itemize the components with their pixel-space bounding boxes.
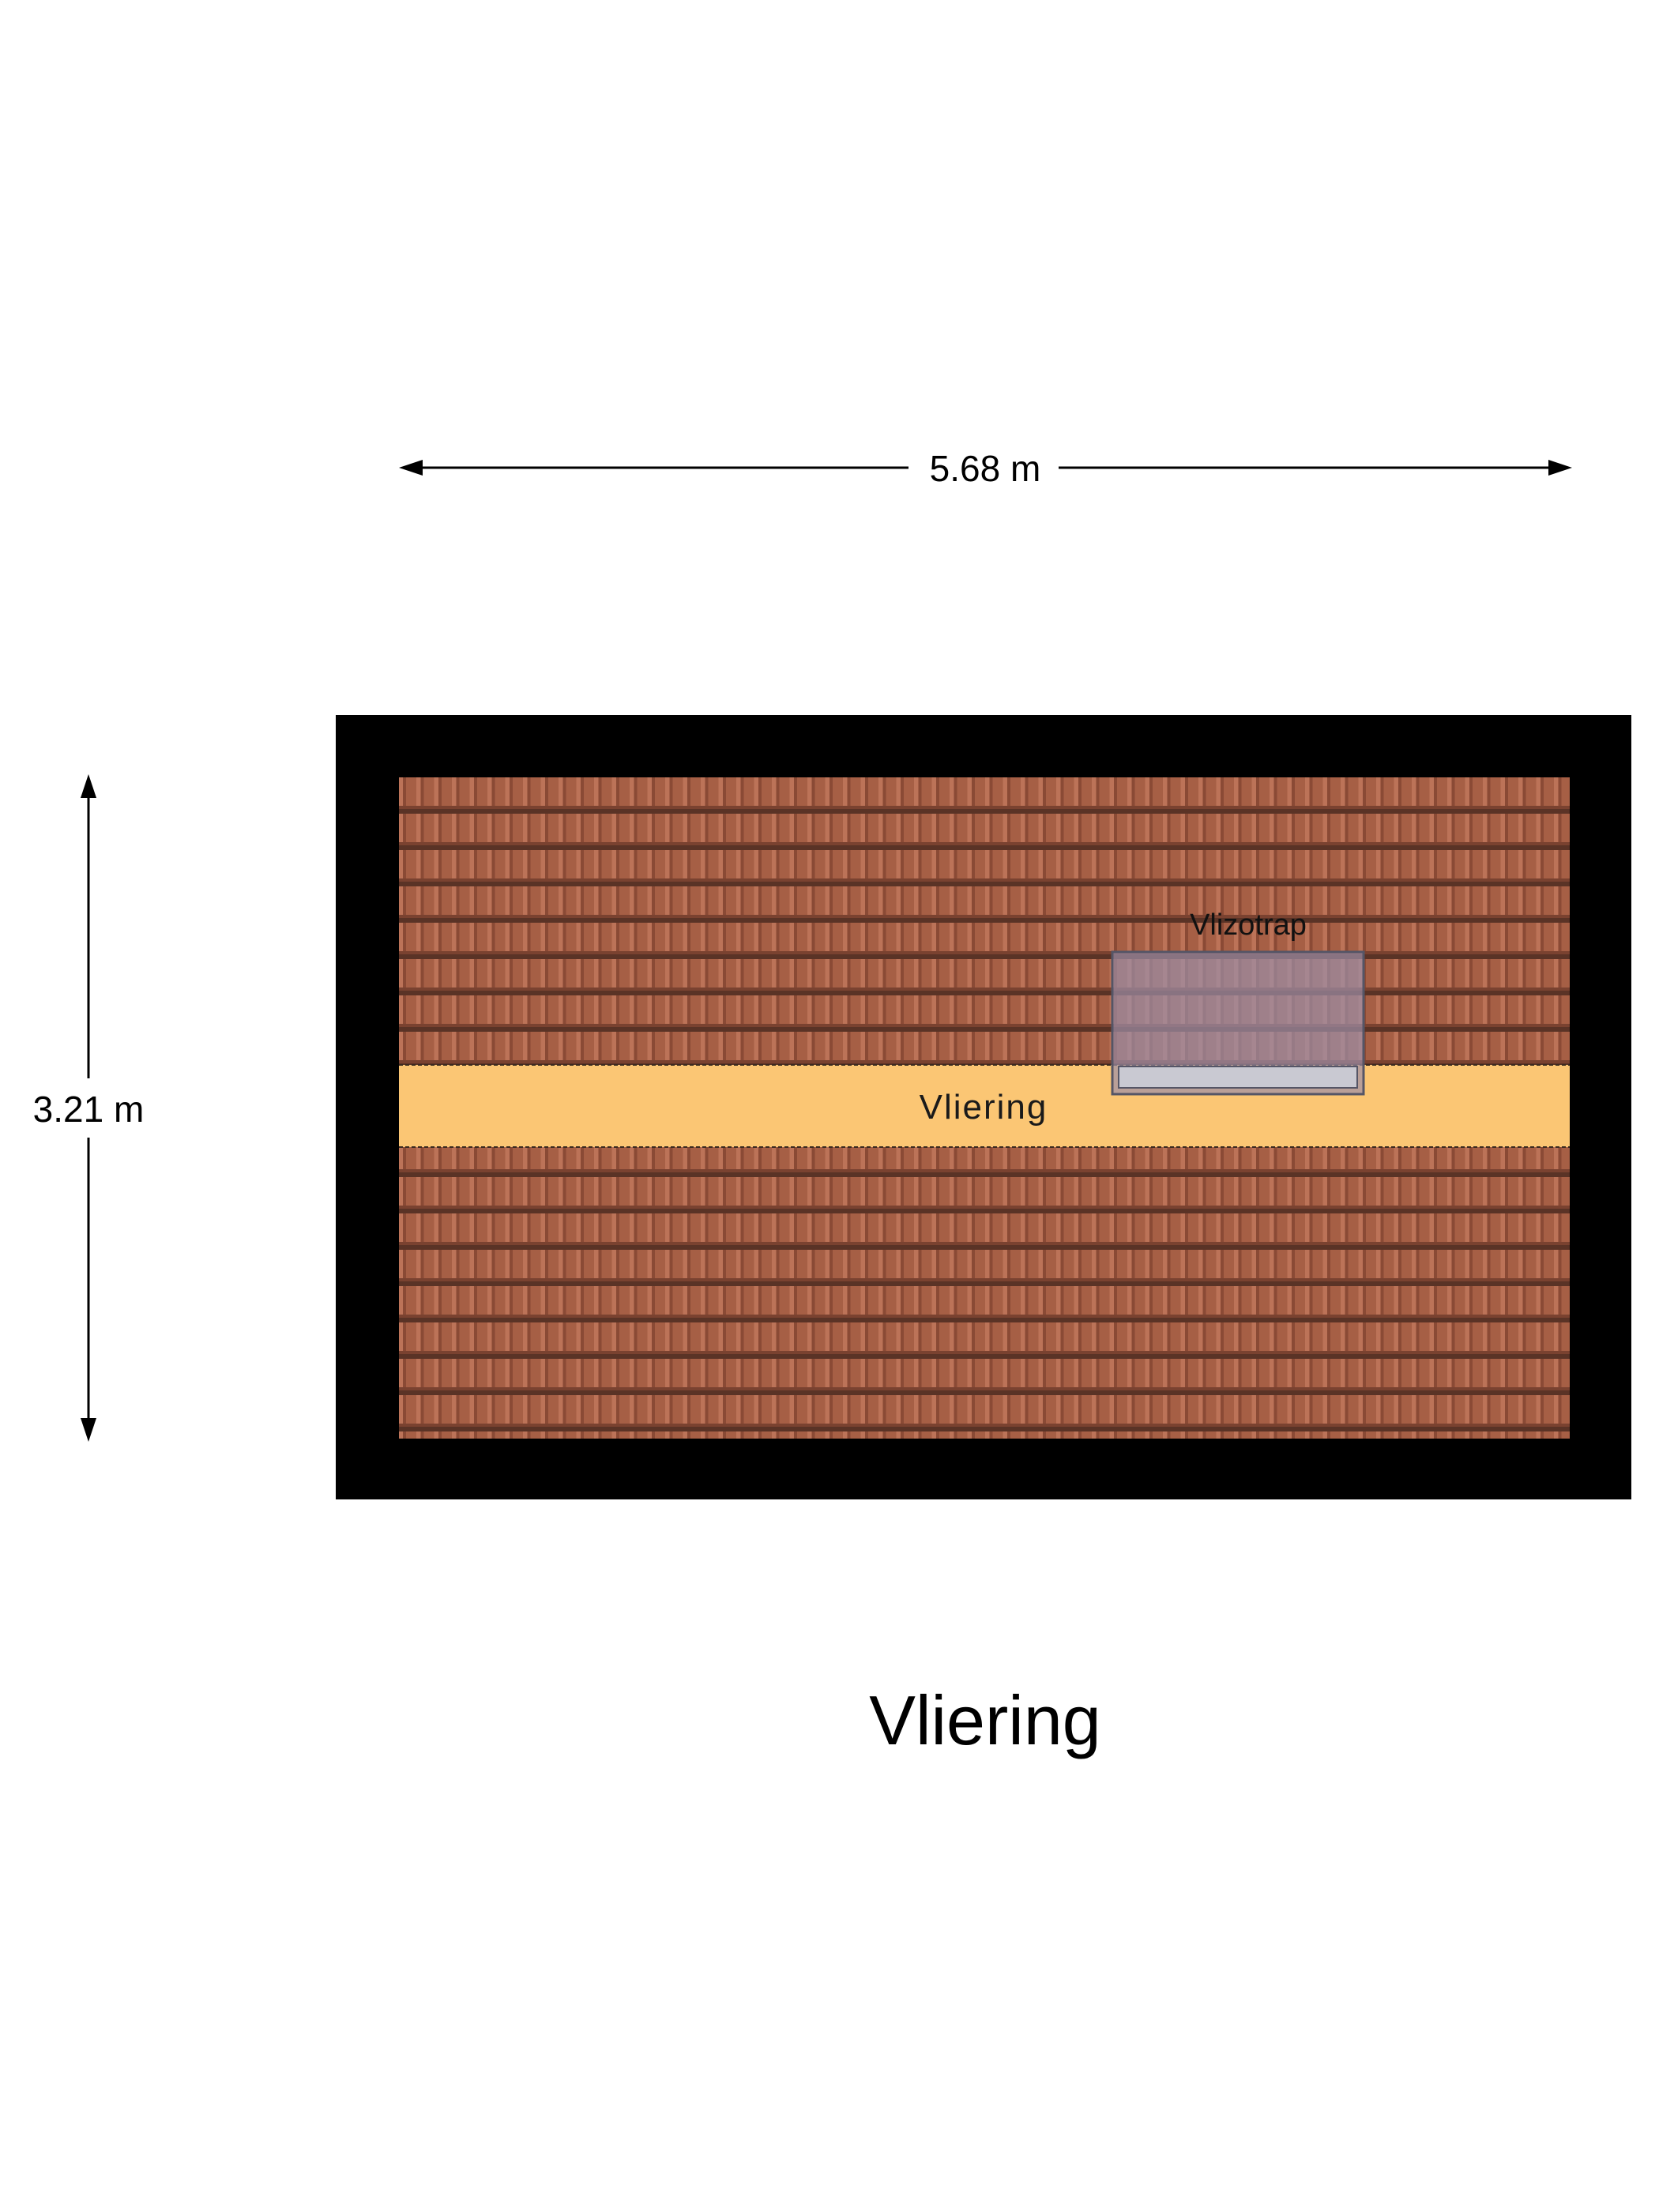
height-dimension-label: 3.21 m [33, 1089, 145, 1130]
room-label-vliering: Vliering [920, 1088, 1048, 1127]
width-dimension: 5.68 m [399, 448, 1572, 489]
floor-title: Vliering [869, 1681, 1100, 1759]
width-dimension-label: 5.68 m [930, 448, 1041, 489]
arrow-left-icon [399, 460, 423, 476]
arrow-up-icon [81, 774, 96, 798]
arrow-right-icon [1548, 460, 1572, 476]
stair-hatch-inner [1118, 1066, 1358, 1089]
stair-hatch-label: Vlizotrap [1190, 908, 1307, 942]
stair-hatch: Vlizotrap [1111, 908, 1365, 1096]
floor-band [399, 1065, 1570, 1147]
arrow-down-icon [81, 1418, 96, 1442]
height-dimension: 3.21 m [33, 774, 145, 1442]
